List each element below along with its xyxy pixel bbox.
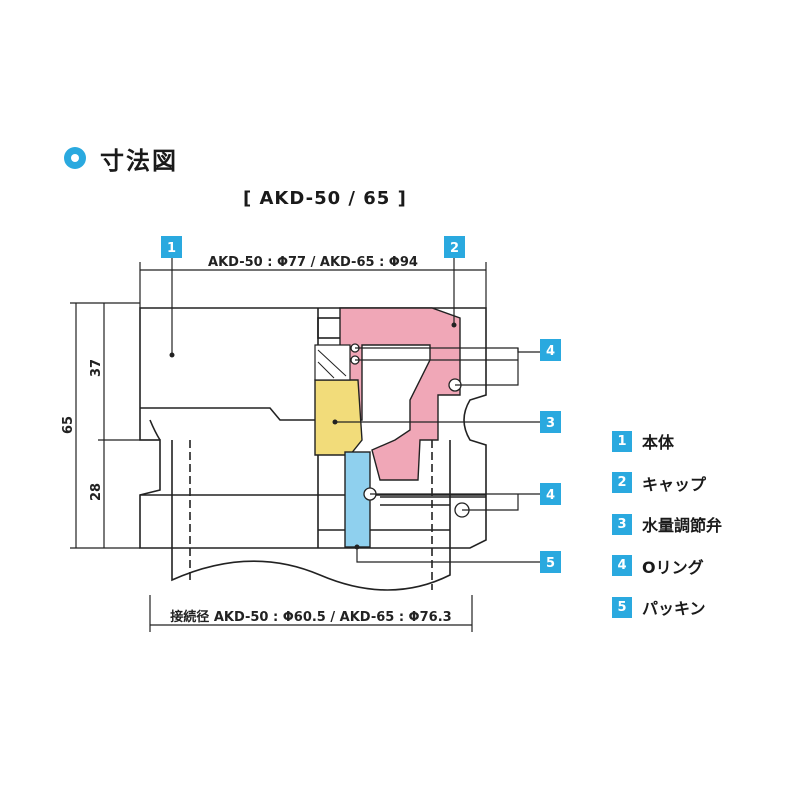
bottom-diameter-label: 接続径 AKD-50 : Φ60.5 / AKD-65 : Φ76.3	[170, 609, 451, 625]
legend-label: 本体	[642, 433, 675, 452]
legend-number: 3	[612, 513, 632, 535]
legend-item-cap: 2 キャップ	[612, 472, 722, 494]
legend-label: パッキン	[642, 599, 706, 618]
svg-text:5: 5	[546, 556, 555, 571]
lower-height-label: 28	[89, 483, 104, 501]
svg-text:2: 2	[450, 241, 459, 256]
callout-1: 1	[161, 236, 182, 258]
svg-text:1: 1	[167, 241, 176, 256]
upper-height-label: 37	[89, 359, 104, 377]
section-heading: 寸法図	[64, 140, 178, 176]
pipe-wave	[171, 548, 451, 591]
top-diameter-label: AKD-50 : Φ77 / AKD-65 : Φ94	[208, 255, 418, 270]
callout-5: 5	[540, 551, 561, 573]
svg-text:4: 4	[546, 488, 555, 503]
cap-part	[339, 307, 461, 481]
model-label: [ AKD-50 / 65 ]	[243, 188, 407, 209]
legend-number: 4	[612, 555, 632, 576]
legend-number: 2	[612, 472, 632, 493]
body-outline	[139, 307, 487, 549]
valve-part	[314, 379, 363, 456]
legend-number: 1	[612, 430, 632, 452]
legend-number: 5	[612, 596, 632, 618]
packing-part	[344, 451, 371, 548]
legend-label: 水量調節弁	[642, 516, 723, 535]
parts-legend: 1 本体 2 キャップ 3 水量調節弁 4 Oリング 5 パッキン	[612, 430, 722, 638]
legend-label: キャップ	[642, 474, 707, 494]
legend-label: Oリング	[642, 557, 704, 577]
legend-item-o-ring: 4 Oリング	[612, 555, 722, 577]
callout-4-upper: 4	[540, 339, 561, 361]
callout-2: 2	[444, 236, 465, 258]
callout-4-lower: 4	[540, 483, 561, 505]
legend-item-body: 1 本体	[612, 430, 722, 452]
legend-item-packing: 5 パッキン	[612, 596, 722, 618]
legend-item-valve: 3 水量調節弁	[612, 513, 722, 535]
callout-3: 3	[540, 411, 561, 433]
total-height-label: 65	[61, 416, 76, 434]
svg-text:4: 4	[546, 344, 555, 359]
bullet-icon	[64, 147, 86, 169]
svg-text:3: 3	[546, 416, 555, 431]
section-title: 寸法図	[100, 146, 178, 175]
